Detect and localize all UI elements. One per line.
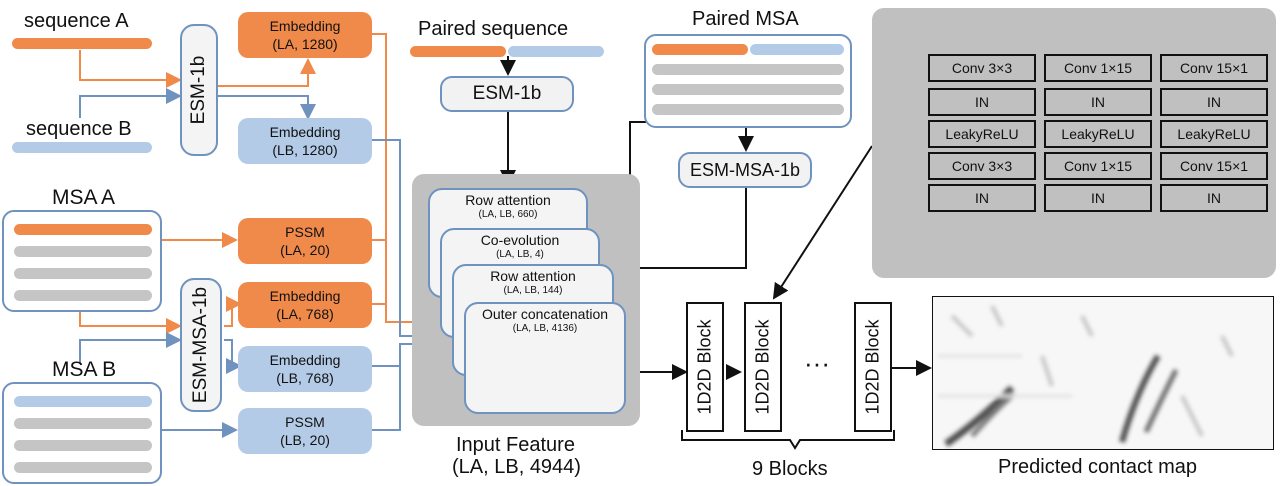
paired-msa-label: Paired MSA [692, 8, 799, 30]
embedding-b-768: Embedding (LB, 768) [238, 346, 372, 392]
layer-col2-row3: LeakyReLU [1044, 120, 1152, 148]
pssm-b: PSSM (LB, 20) [238, 408, 372, 454]
embedding-b-1280: Embedding (LB, 1280) [238, 118, 372, 164]
input-feature-label: Input Feature [456, 434, 575, 456]
embedding-a-1280: Embedding (LA, 1280) [238, 12, 372, 58]
sequence-a-bar [12, 38, 152, 49]
layer-col1-row2: IN [928, 88, 1036, 116]
layer-col3-row4: Conv 15×1 [1160, 152, 1268, 180]
layer-col2-row1: Conv 1×15 [1044, 54, 1152, 82]
sequence-b-bar [12, 142, 152, 153]
layer-col3-row2: IN [1160, 88, 1268, 116]
esm1b-left: ESM-1b [180, 24, 218, 156]
layer-col3-row1: Conv 15×1 [1160, 54, 1268, 82]
contact-map-label: Predicted contact map [998, 456, 1197, 478]
blocks-ellipsis: ··· [804, 348, 830, 378]
layer-col1-row5: IN [928, 184, 1036, 212]
layer-col2-row4: Conv 1×15 [1044, 152, 1152, 180]
sequence-b-label: sequence B [26, 118, 132, 140]
esm1b-middle: ESM-1b [440, 76, 574, 112]
paired-seq-b-bar [508, 46, 604, 57]
paired-seq-a-bar [410, 46, 506, 57]
input-feature-dims: (LA, LB, 4944) [452, 456, 581, 478]
contact-map-image [932, 296, 1274, 450]
layer-col3-row3: LeakyReLU [1160, 120, 1268, 148]
msa-a-label: MSA A [52, 186, 116, 209]
layer-col1-row1: Conv 3×3 [928, 54, 1036, 82]
esm-msa-1b-middle: ESM-MSA-1b [678, 152, 812, 188]
msa-b-box [2, 382, 162, 484]
esm-msa-1b-left: ESM-MSA-1b [180, 278, 222, 412]
layer-col1-row4: Conv 3×3 [928, 152, 1036, 180]
block-9: 1D2D Block [854, 302, 892, 432]
block-2: 1D2D Block [744, 302, 782, 432]
layer-col1-row3: LeakyReLU [928, 120, 1036, 148]
block-1: 1D2D Block [686, 302, 724, 432]
feature-card-outer-concatenation: Outer concatenation (LA, LB, 4136) [464, 302, 626, 414]
embedding-a-768: Embedding (LA, 768) [238, 282, 372, 328]
sequence-a-label: sequence A [24, 10, 129, 32]
msa-a-box [2, 210, 162, 312]
paired-sequence-label: Paired sequence [418, 18, 569, 40]
layer-col2-row5: IN [1044, 184, 1152, 212]
blocks-count-label: 9 Blocks [752, 458, 828, 480]
layer-col3-row5: IN [1160, 184, 1268, 212]
pssm-a: PSSM (LA, 20) [238, 218, 372, 264]
paired-msa-box [644, 34, 852, 128]
msa-b-label: MSA B [52, 358, 117, 381]
layer-col2-row2: IN [1044, 88, 1152, 116]
